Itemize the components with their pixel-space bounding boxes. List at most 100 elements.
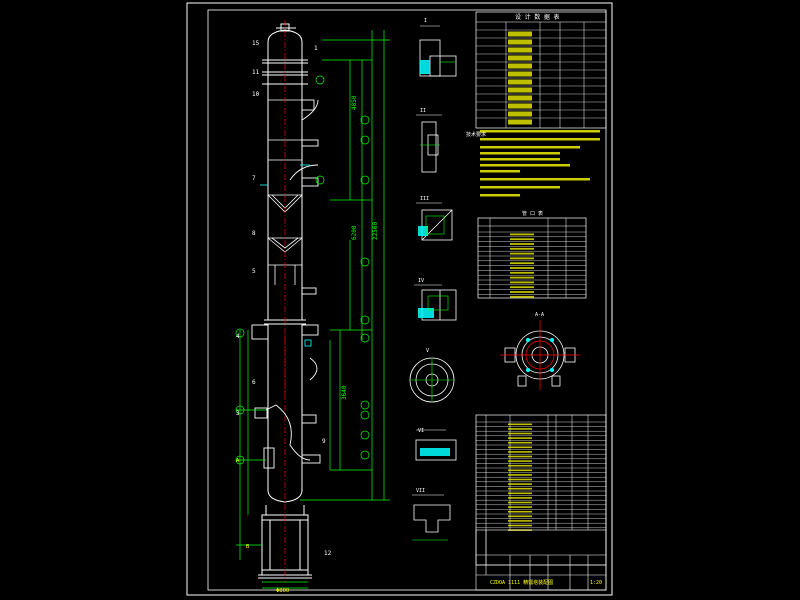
notes-label: 技术要求 <box>466 131 486 138</box>
note-line <box>480 186 560 189</box>
table-cell-text <box>508 111 532 117</box>
table-cell-text <box>508 79 532 85</box>
svg-text:4850: 4850 <box>351 95 358 110</box>
svg-text:15: 15 <box>252 40 260 47</box>
svg-text:9: 9 <box>322 438 326 445</box>
table-cell-text <box>510 238 534 241</box>
note-line <box>480 138 600 141</box>
table-cell-text <box>508 47 532 53</box>
table-cell-text <box>508 483 532 485</box>
svg-text:Φ800: Φ800 <box>276 588 289 594</box>
dimension-bubbles <box>235 75 370 465</box>
svg-text:5: 5 <box>252 268 256 275</box>
table-cell-text <box>508 31 532 37</box>
table-cell-text <box>510 286 534 289</box>
table-cell-text <box>508 432 532 435</box>
svg-text:11: 11 <box>252 69 260 76</box>
detail-title-underlines <box>412 25 446 496</box>
note-line <box>480 194 520 197</box>
cyan-details <box>260 164 312 347</box>
title-block-scale: 1:20 <box>590 580 602 586</box>
table-cell-text <box>508 87 532 93</box>
table-cell-text <box>508 103 532 109</box>
yellow-labels: A B Φ800 <box>236 458 289 594</box>
technical-notes <box>480 130 600 197</box>
table-cell-text <box>508 63 532 69</box>
svg-text:8: 8 <box>252 230 256 237</box>
detail-hatch-cyan <box>418 60 450 456</box>
overall-height-label: 22560 <box>372 222 379 240</box>
table-cell-text <box>508 510 532 513</box>
table-cell-text <box>508 478 532 481</box>
svg-text:4: 4 <box>236 333 240 340</box>
table-cell-text <box>510 276 534 279</box>
table-cell-text <box>508 460 532 462</box>
svg-text:7: 7 <box>252 175 256 182</box>
svg-text:1: 1 <box>314 45 318 52</box>
table-cell-text <box>508 451 532 453</box>
title-block <box>475 529 607 591</box>
note-line <box>480 164 570 167</box>
svg-text:VII: VII <box>416 488 425 494</box>
table-cell-text <box>508 474 532 476</box>
detail-titles: I II III IV V VI VII <box>416 18 429 494</box>
svg-text:B: B <box>246 544 250 550</box>
table-cell-text <box>510 281 534 284</box>
table-cell-text <box>510 271 534 274</box>
svg-text:V: V <box>426 348 429 354</box>
table-cell-text <box>508 469 532 472</box>
detail-hatch-green <box>410 61 455 541</box>
table-cell-text <box>508 446 532 449</box>
table-cell-text <box>508 437 532 439</box>
table-cell-text <box>508 501 532 504</box>
table-cell-text <box>508 95 532 101</box>
svg-text:6200: 6200 <box>351 225 358 240</box>
dimension-text: 22560 4850 6200 3640 <box>341 95 379 400</box>
table-cell-text <box>508 464 532 467</box>
section-a-a-label: A-A <box>535 312 544 318</box>
svg-text:12: 12 <box>324 550 332 557</box>
svg-text:10: 10 <box>252 91 260 98</box>
table-cell-text <box>510 267 534 269</box>
note-line <box>480 170 520 173</box>
svg-text:IV: IV <box>418 278 424 284</box>
nozzle-table-rows <box>478 231 586 298</box>
section-a-a-cyan <box>526 338 554 372</box>
table-cell-text <box>508 487 532 490</box>
note-line <box>480 158 560 161</box>
table-cell-text <box>508 423 532 426</box>
note-line <box>480 130 600 133</box>
table-cell-text <box>508 455 532 458</box>
table-cell-text <box>508 524 532 527</box>
drawing-frame-outer <box>186 2 613 596</box>
table-cell-text <box>508 492 532 495</box>
table-cell-text <box>508 428 532 430</box>
table-cell-text <box>508 39 532 45</box>
dimension-lines <box>236 30 390 589</box>
table-cell-text <box>510 295 534 298</box>
svg-text:A: A <box>236 458 240 464</box>
design-table-title: 设 计 数 据 表 <box>515 13 559 21</box>
nozzles <box>251 99 321 469</box>
svg-text:II: II <box>420 108 426 114</box>
design-table-rows <box>476 29 606 125</box>
table-cell-text <box>510 243 534 245</box>
note-line <box>480 146 580 149</box>
table-cell-text <box>508 506 532 508</box>
note-line <box>480 152 560 155</box>
nozzle-table-title: 管 口 表 <box>522 210 543 217</box>
drawing-frame-inner <box>207 9 607 591</box>
table-cell-text <box>510 247 534 250</box>
title-block-label: CZDOA 1111 精馏塔装配图 <box>490 579 553 586</box>
table-cell-text <box>510 233 534 236</box>
note-line <box>480 178 590 181</box>
table-cell-text <box>510 291 534 293</box>
svg-text:I: I <box>424 18 427 24</box>
table-cell-text <box>508 497 532 499</box>
svg-text:3: 3 <box>236 410 240 417</box>
table-cell-text <box>508 520 532 522</box>
table-cell-text <box>508 55 532 61</box>
section-a-a-hatch <box>500 320 580 390</box>
